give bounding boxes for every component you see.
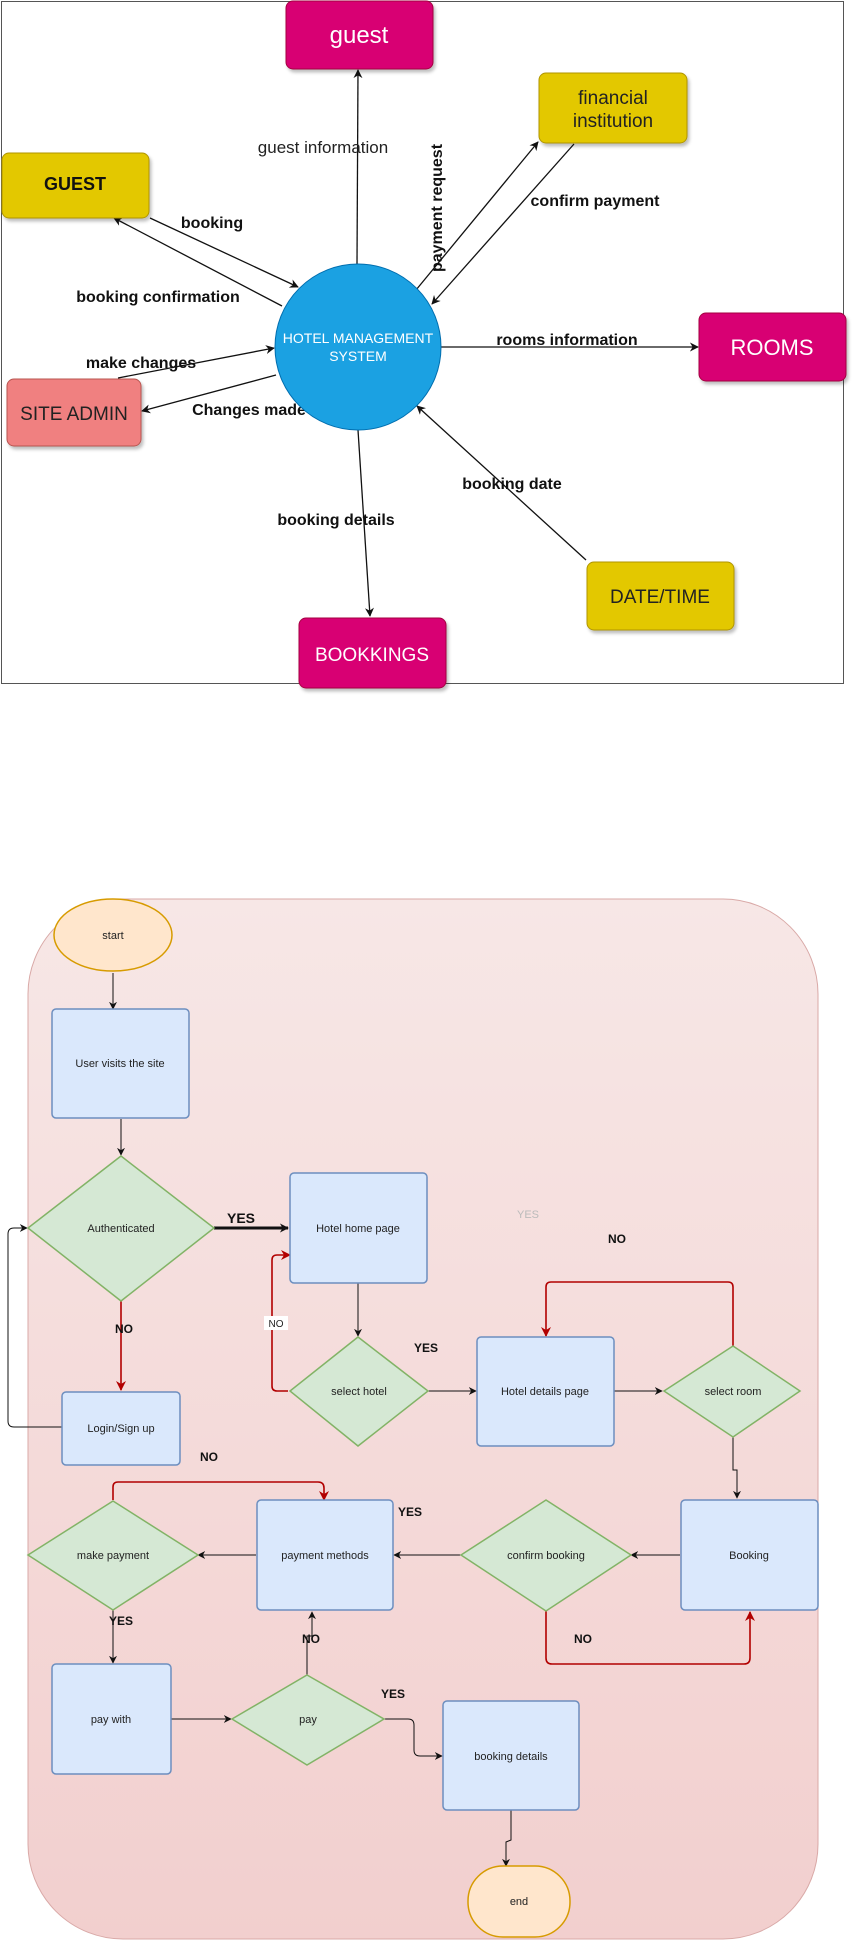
flow-make-changes: make changes [86,355,196,372]
node-start: start [53,898,173,972]
node-pay: pay [230,1674,386,1766]
entity-datetime: DATE/TIME [586,561,735,631]
entity-financial-line2: institution [573,111,653,132]
label-no-top: NO [608,1232,626,1246]
arrow-booking-date [416,405,587,561]
node-pay-with: pay with [51,1663,172,1775]
node-hotel-details-page: Hotel details page [476,1336,615,1447]
label-yes-pay: YES [381,1687,405,1701]
flow-booking: booking [181,215,243,232]
entity-site-admin: SITE ADMIN [6,378,142,447]
node-payment-methods-label: payment methods [281,1550,369,1562]
node-authenticated: Authenticated [26,1155,216,1302]
flow-rooms-information: rooms information [496,332,637,349]
entity-site-admin-label: SITE ADMIN [20,404,128,425]
node-select-room-label: select room [705,1386,762,1398]
arrow-guest-information [353,69,363,265]
node-select-hotel-label: select hotel [331,1386,387,1398]
edge-confirm-no-to-booking [545,1611,755,1665]
process-hotel-management-system: HOTEL MANAGEMENT SYSTEM [274,263,442,431]
arrow-booking-details [357,429,374,617]
node-confirm-booking-label: confirm booking [507,1550,585,1562]
flow-booking-details: booking details [277,512,394,529]
node-start-label: start [102,930,123,942]
entity-rooms-label: ROOMS [730,335,813,360]
label-yes-confirm-booking: YES [398,1505,422,1519]
edge-make-payment-loop-to-methods [112,1481,329,1501]
node-authenticated-label: Authenticated [87,1223,154,1235]
label-no-hotel-bg [264,1316,288,1330]
entity-financial-institution: financial institution [538,72,688,144]
label-yes-select-hotel: YES [414,1341,438,1355]
node-make-payment: make payment [26,1500,200,1611]
node-hotel-details-label: Hotel details page [501,1386,589,1398]
node-end-label: end [510,1896,528,1908]
edge-login-to-auth [7,1224,62,1428]
booking-flowchart: YES YES NO NO NO YES NO YES YES NO NO YE… [7,898,819,1940]
label-no-pay: NO [302,1632,320,1646]
node-login-label: Login/Sign up [87,1423,154,1435]
label-no-login: NO [200,1450,218,1464]
edge-select-room-to-booking [732,1437,741,1499]
edge-pay-no-to-payment-methods [306,1611,316,1675]
arrow-payment-request [415,141,539,291]
flow-confirm-payment: confirm payment [531,193,661,210]
entity-guest-top-label: guest [330,22,389,49]
arrow-confirm-payment [431,143,575,305]
label-no-authenticated: NO [115,1322,133,1336]
arrow-booking [149,217,299,288]
node-user-visits-site: User visits the site [51,1008,190,1119]
edge-pay-yes-to-booking-details [384,1718,443,1760]
process-center-line2: SYSTEM [329,348,387,364]
node-pay-with-label: pay with [91,1714,131,1726]
entity-financial-line1: financial [578,88,648,109]
flow-booking-date: booking date [462,476,562,493]
node-payment-methods: payment methods [256,1499,394,1611]
node-booking-details-label: booking details [474,1751,548,1763]
node-hotel-home-label: Hotel home page [316,1223,400,1235]
data-flow-diagram: guest information payment request confir… [1,0,847,689]
edge-booking-details-to-end [502,1810,512,1867]
entity-guest-left-label: GUEST [44,174,106,194]
flowchart-container [27,898,819,1940]
label-yes-faint: YES [517,1209,539,1221]
entity-bookkings: BOOKKINGS [298,617,447,689]
node-user-visits-label: User visits the site [75,1058,164,1070]
arrow-changes-made [141,374,277,414]
flow-guest-information: guest information [258,138,388,157]
label-yes-make-payment: YES [109,1614,133,1628]
node-end: end [467,1865,571,1938]
flow-payment-request: payment request [429,143,446,272]
entity-datetime-label: DATE/TIME [610,587,710,608]
node-login-signup: Login/Sign up [61,1391,181,1466]
label-no-select-hotel: NO [269,1319,284,1330]
node-make-payment-label: make payment [77,1550,149,1562]
entity-bookkings-label: BOOKKINGS [315,645,429,666]
entity-guest-left: GUEST [1,152,150,219]
node-hotel-home-page: Hotel home page [289,1172,428,1284]
node-booking-label: Booking [729,1550,769,1562]
entity-guest-top: guest [285,0,434,70]
node-select-hotel: select hotel [288,1336,430,1447]
flow-booking-confirmation: booking confirmation [76,289,240,306]
node-confirm-booking: confirm booking [459,1499,633,1612]
label-no-confirm-booking: NO [574,1632,592,1646]
entity-rooms: ROOMS [698,312,847,382]
node-booking: Booking [680,1499,819,1611]
arrow-booking-confirmation [113,217,283,307]
flow-changes-made: Changes made [192,402,306,419]
node-booking-details: booking details [442,1700,580,1811]
label-yes-authenticated: YES [227,1210,255,1226]
process-center-line1: HOTEL MANAGEMENT [283,330,434,346]
arrow-make-changes [117,345,275,379]
node-select-room: select room [662,1345,802,1438]
node-pay-label: pay [299,1714,317,1726]
flow-changes-made-bg [190,399,308,421]
edge-select-room-loop-to-details [541,1281,734,1346]
